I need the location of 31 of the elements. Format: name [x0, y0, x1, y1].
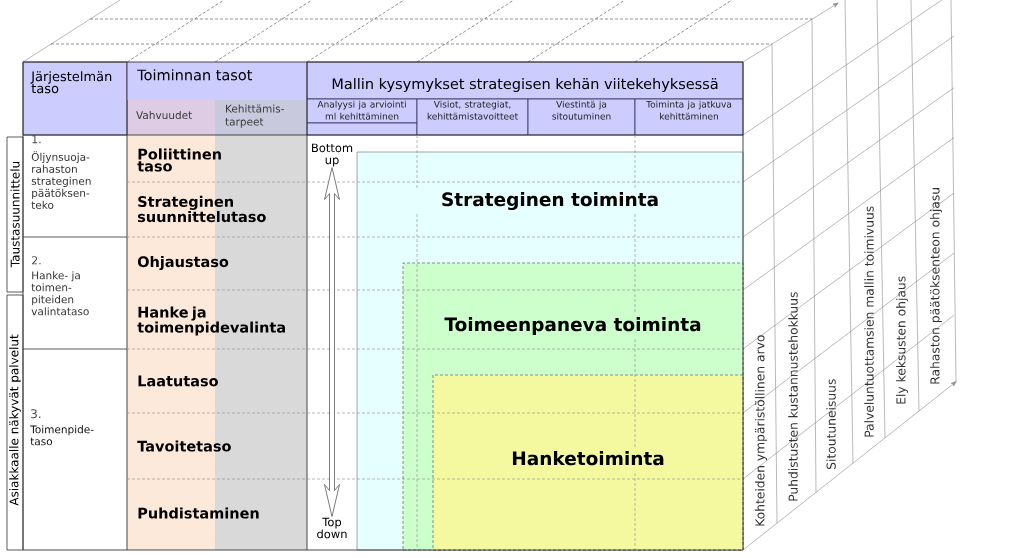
header-cell: Toiminnan tasot — [127, 62, 307, 100]
direction-label: Bottom up — [312, 143, 353, 167]
area-box: Hanketoiminta — [432, 374, 744, 551]
activity-level-label: Strateginen suunnittelutaso — [137, 195, 266, 223]
activity-level-label: Poliittinen taso — [137, 148, 221, 172]
criterion-label: Palveluntuottamsien mallin toimivuus — [864, 206, 874, 437]
side-label: Taustasuunnittelu — [10, 161, 20, 268]
system-level-label: Öljynsuoja-rahaston strateginen päätöksen-teko — [31, 151, 91, 209]
item-number: 3. — [31, 409, 41, 419]
header-cell: Järjestelmän taso — [22, 61, 128, 136]
criterion-label: Ely keksusten ohjaus — [896, 276, 908, 404]
criterion-label: Rahaston päätöksenteon ohjasu — [930, 188, 942, 384]
activity-level-label: Puhdistaminen — [138, 507, 259, 519]
direction-label: Top down — [317, 517, 347, 539]
double-arrow — [324, 167, 340, 517]
criterion-label: Sitoutuneisuus — [826, 379, 836, 469]
item-number: 1. — [32, 135, 41, 144]
item-number: 2. — [32, 256, 41, 265]
side-label: Asiakkaalle näkyvät palvelut — [9, 334, 21, 506]
criterion-label: Kohteiden ympäristöllinen arvo — [755, 335, 767, 526]
subheader-cell: Visiot, strategiat, kehittämistavoitteet — [416, 98, 529, 136]
activity-level-label: Laatutaso — [138, 375, 218, 387]
criterion-label: Puhdistusten kustannustehokkuus — [788, 292, 798, 501]
system-level-label: Hanke- ja toimen-piteiden valintataso — [31, 271, 89, 316]
activity-level-label: Tavoitetaso — [137, 440, 231, 452]
activity-level-label: Ohjaustaso — [137, 255, 229, 271]
activity-level-label: Hanke ja toimenpidevalinta — [137, 306, 285, 336]
system-level-label: Toimenpide-taso — [30, 425, 94, 446]
subheader-cell: Toiminta ja jatkuva kehittäminen — [634, 98, 744, 136]
subheader-cell: Viestintä ja sitoutuminen — [527, 98, 636, 136]
subheader-cell: Analyysi ja arviointi ml kehittäminen — [306, 98, 418, 136]
